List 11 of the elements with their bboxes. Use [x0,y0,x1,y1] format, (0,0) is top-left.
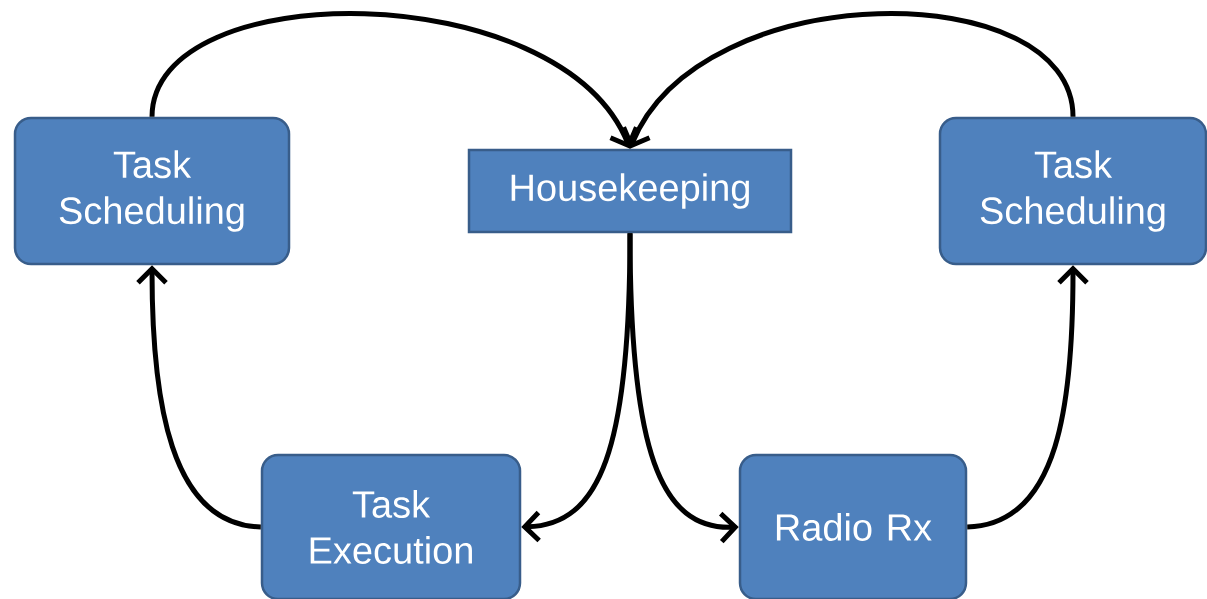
arrow [521,233,633,543]
arrow [627,233,739,544]
arrow [621,11,1076,149]
process-box: Task Scheduling [13,116,291,266]
arrow [136,265,262,530]
arrow [966,265,1089,530]
arrow [149,11,639,149]
process-box: Housekeeping [467,148,793,234]
process-box: Radio Rx [738,453,968,599]
process-box: Task Execution [260,453,522,599]
process-box: Task Scheduling [938,116,1207,266]
